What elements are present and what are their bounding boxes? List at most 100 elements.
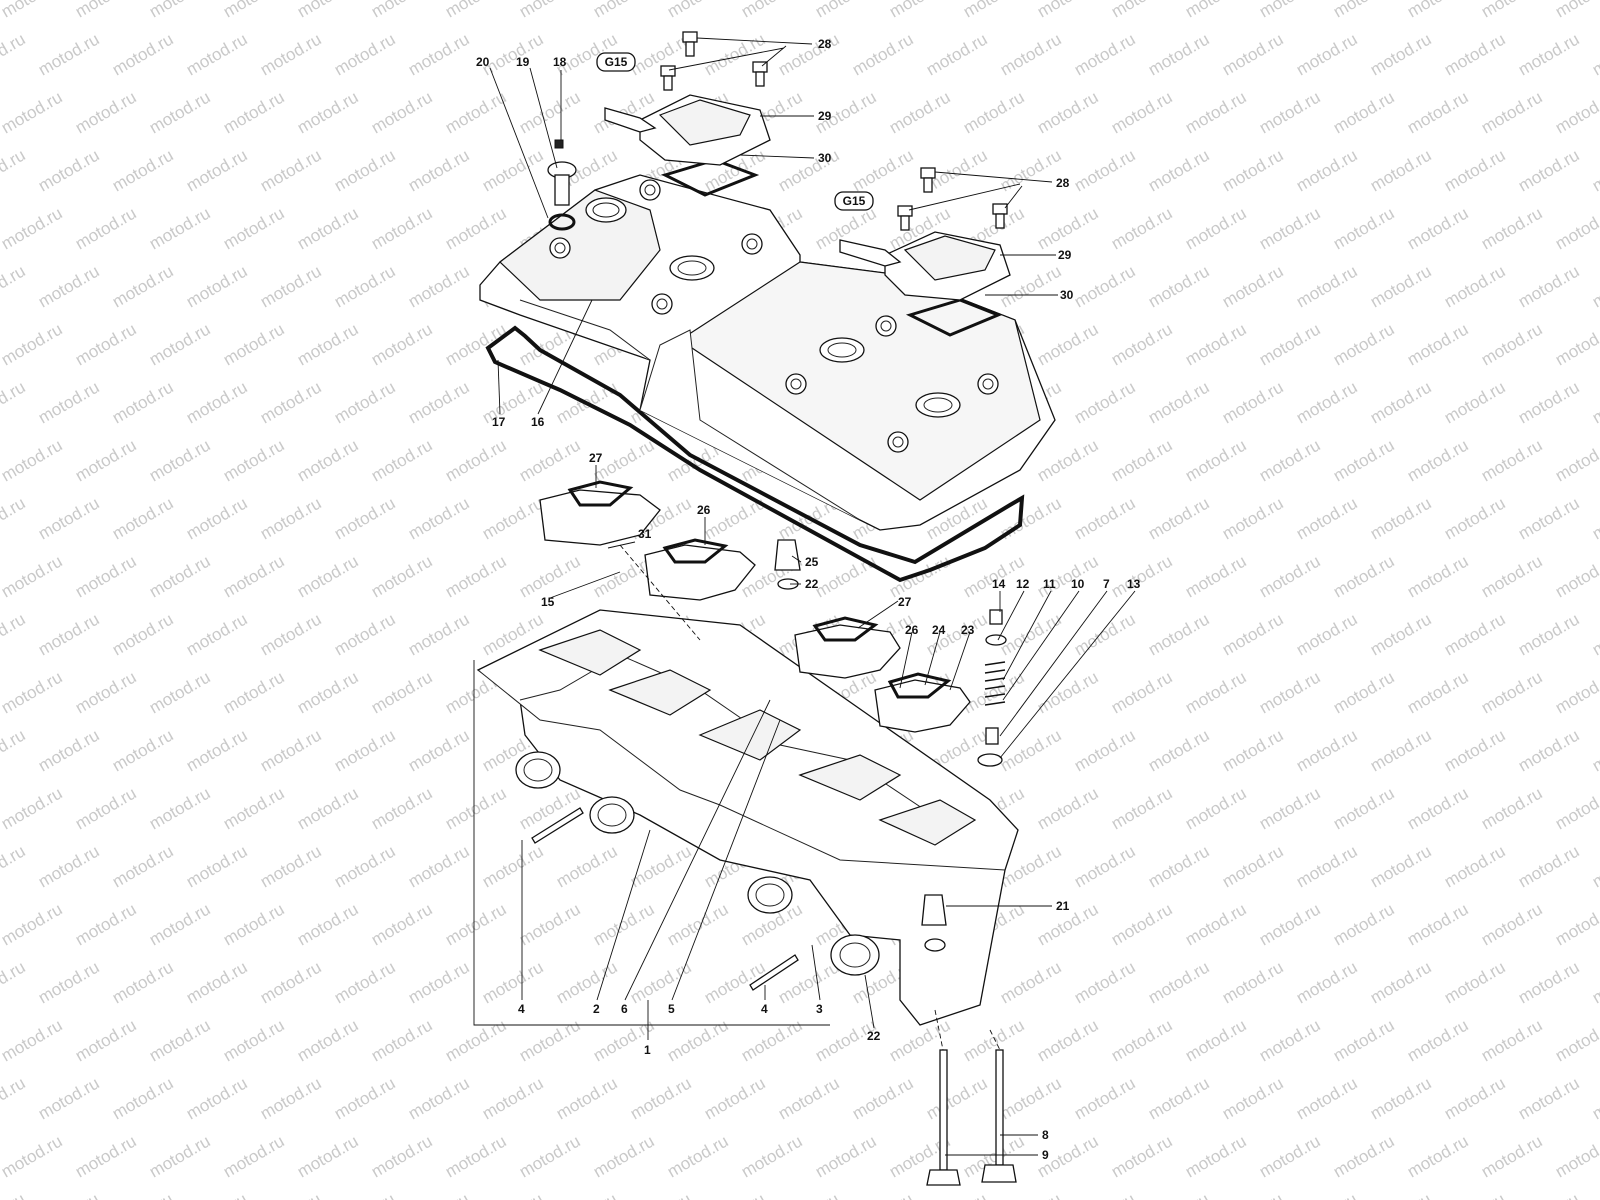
watermark-text: motod.ru (109, 609, 177, 659)
watermark-text: motod.ru (1219, 957, 1287, 1007)
dowels (774, 539, 947, 952)
watermark-text: motod.ru (1219, 841, 1287, 891)
watermark-text: motod.ru (405, 841, 473, 891)
watermark-text: motod.ru (0, 1073, 29, 1123)
watermark-text: motod.ru (738, 1131, 806, 1181)
watermark-text: motod.ru (183, 493, 251, 543)
bolts-28 (660, 31, 1008, 231)
watermark-text: motod.ru (1404, 1131, 1472, 1181)
watermark-text: motod.ru (257, 1073, 325, 1123)
watermark-text: motod.ru (1404, 1015, 1472, 1065)
watermark-text: motod.ru (220, 319, 288, 369)
watermark-text: motod.ru (1108, 203, 1176, 253)
watermark-text: motod.ru (220, 1015, 288, 1065)
watermark-text: motod.ru (1552, 203, 1600, 253)
watermark-text: motod.ru (1330, 899, 1398, 949)
watermark-text: motod.ru (109, 1189, 177, 1200)
watermark-text: motod.ru (1515, 377, 1583, 427)
callout-29-lower: 29 (1058, 248, 1072, 262)
watermark-text: motod.ru (1552, 667, 1600, 717)
watermark-text: motod.ru (1367, 377, 1435, 427)
watermark-text: motod.ru (183, 609, 251, 659)
watermark-text: motod.ru (1071, 609, 1139, 659)
watermark-text: motod.ru (0, 957, 29, 1007)
watermark-text: motod.ru (1404, 667, 1472, 717)
watermark-text: motod.ru (479, 1189, 547, 1200)
watermark-text: motod.ru (738, 0, 806, 21)
watermark-text: motod.ru (1182, 1131, 1250, 1181)
watermark-text: motod.ru (109, 493, 177, 543)
watermark-text: motod.ru (0, 319, 66, 369)
watermark-text: motod.ru (146, 899, 214, 949)
watermark-text: motod.ru (0, 87, 66, 137)
tag-g15-b: G15 (843, 194, 866, 208)
watermark-text: motod.ru (997, 145, 1065, 195)
watermark-text: motod.ru (0, 1189, 29, 1200)
watermark-text: motod.ru (1145, 841, 1213, 891)
watermark-text: motod.ru (1071, 841, 1139, 891)
watermark-text: motod.ru (1589, 841, 1600, 891)
watermark-text: motod.ru (1293, 1073, 1361, 1123)
watermark-text: motod.ru (146, 667, 214, 717)
watermark-text: motod.ru (442, 899, 510, 949)
watermark-text: motod.ru (0, 667, 66, 717)
watermark-text: motod.ru (1108, 551, 1176, 601)
watermark-text: motod.ru (35, 29, 103, 79)
watermark-text: motod.ru (664, 0, 732, 21)
watermark-text: motod.ru (516, 0, 584, 21)
watermark-text: motod.ru (0, 1131, 66, 1181)
callout-26-right: 26 (905, 623, 919, 637)
watermark-text: motod.ru (257, 29, 325, 79)
watermark-text: motod.ru (627, 1189, 695, 1200)
watermark-text: motod.ru (35, 957, 103, 1007)
watermark-text: motod.ru (146, 1131, 214, 1181)
callout-30-upper: 30 (818, 151, 832, 165)
watermark-text: motod.ru (1071, 29, 1139, 79)
watermark-text: motod.ru (1108, 319, 1176, 369)
watermark-text: motod.ru (72, 319, 140, 369)
watermark-text: motod.ru (960, 0, 1028, 21)
watermark-text: motod.ru (183, 145, 251, 195)
watermark-text: motod.ru (1367, 725, 1435, 775)
watermark-text: motod.ru (1219, 493, 1287, 543)
watermark-text: motod.ru (1367, 493, 1435, 543)
valves (926, 1009, 1017, 1186)
watermark-text: motod.ru (1256, 1015, 1324, 1065)
watermark-text: motod.ru (1071, 145, 1139, 195)
watermark-text: motod.ru (1367, 841, 1435, 891)
watermark-text: motod.ru (1441, 261, 1509, 311)
watermark-text: motod.ru (1108, 435, 1176, 485)
watermark-text: motod.ru (516, 783, 584, 833)
watermark-text: motod.ru (257, 957, 325, 1007)
watermark-text: motod.ru (1034, 0, 1102, 21)
watermark-text: motod.ru (1034, 783, 1102, 833)
watermark-text: motod.ru (1552, 0, 1600, 21)
watermark-text: motod.ru (1182, 899, 1250, 949)
watermark-text: motod.ru (1367, 957, 1435, 1007)
watermark-text: motod.ru (1034, 1015, 1102, 1065)
watermark-text: motod.ru (1589, 493, 1600, 543)
callout-30-lower: 30 (1060, 288, 1074, 302)
watermark-text: motod.ru (35, 609, 103, 659)
watermark-text: motod.ru (1182, 435, 1250, 485)
watermark-text: motod.ru (294, 319, 362, 369)
watermark-text: motod.ru (1145, 725, 1213, 775)
watermark-text: motod.ru (1256, 783, 1324, 833)
callout-14: 14 (992, 577, 1006, 591)
watermark-text: motod.ru (1108, 0, 1176, 21)
callout-28-lower: 28 (1056, 176, 1070, 190)
watermark-text: motod.ru (553, 1073, 621, 1123)
watermark-text: motod.ru (257, 725, 325, 775)
watermark-text: motod.ru (1552, 435, 1600, 485)
watermark-text: motod.ru (183, 377, 251, 427)
watermark-text: motod.ru (257, 261, 325, 311)
watermark-text: motod.ru (368, 899, 436, 949)
watermark-text: motod.ru (1182, 551, 1250, 601)
cylinder-head (476, 609, 1019, 1026)
callout-19: 19 (516, 55, 530, 69)
watermark-text: motod.ru (1182, 87, 1250, 137)
watermark-text: motod.ru (0, 377, 29, 427)
watermark-text: motod.ru (849, 145, 917, 195)
